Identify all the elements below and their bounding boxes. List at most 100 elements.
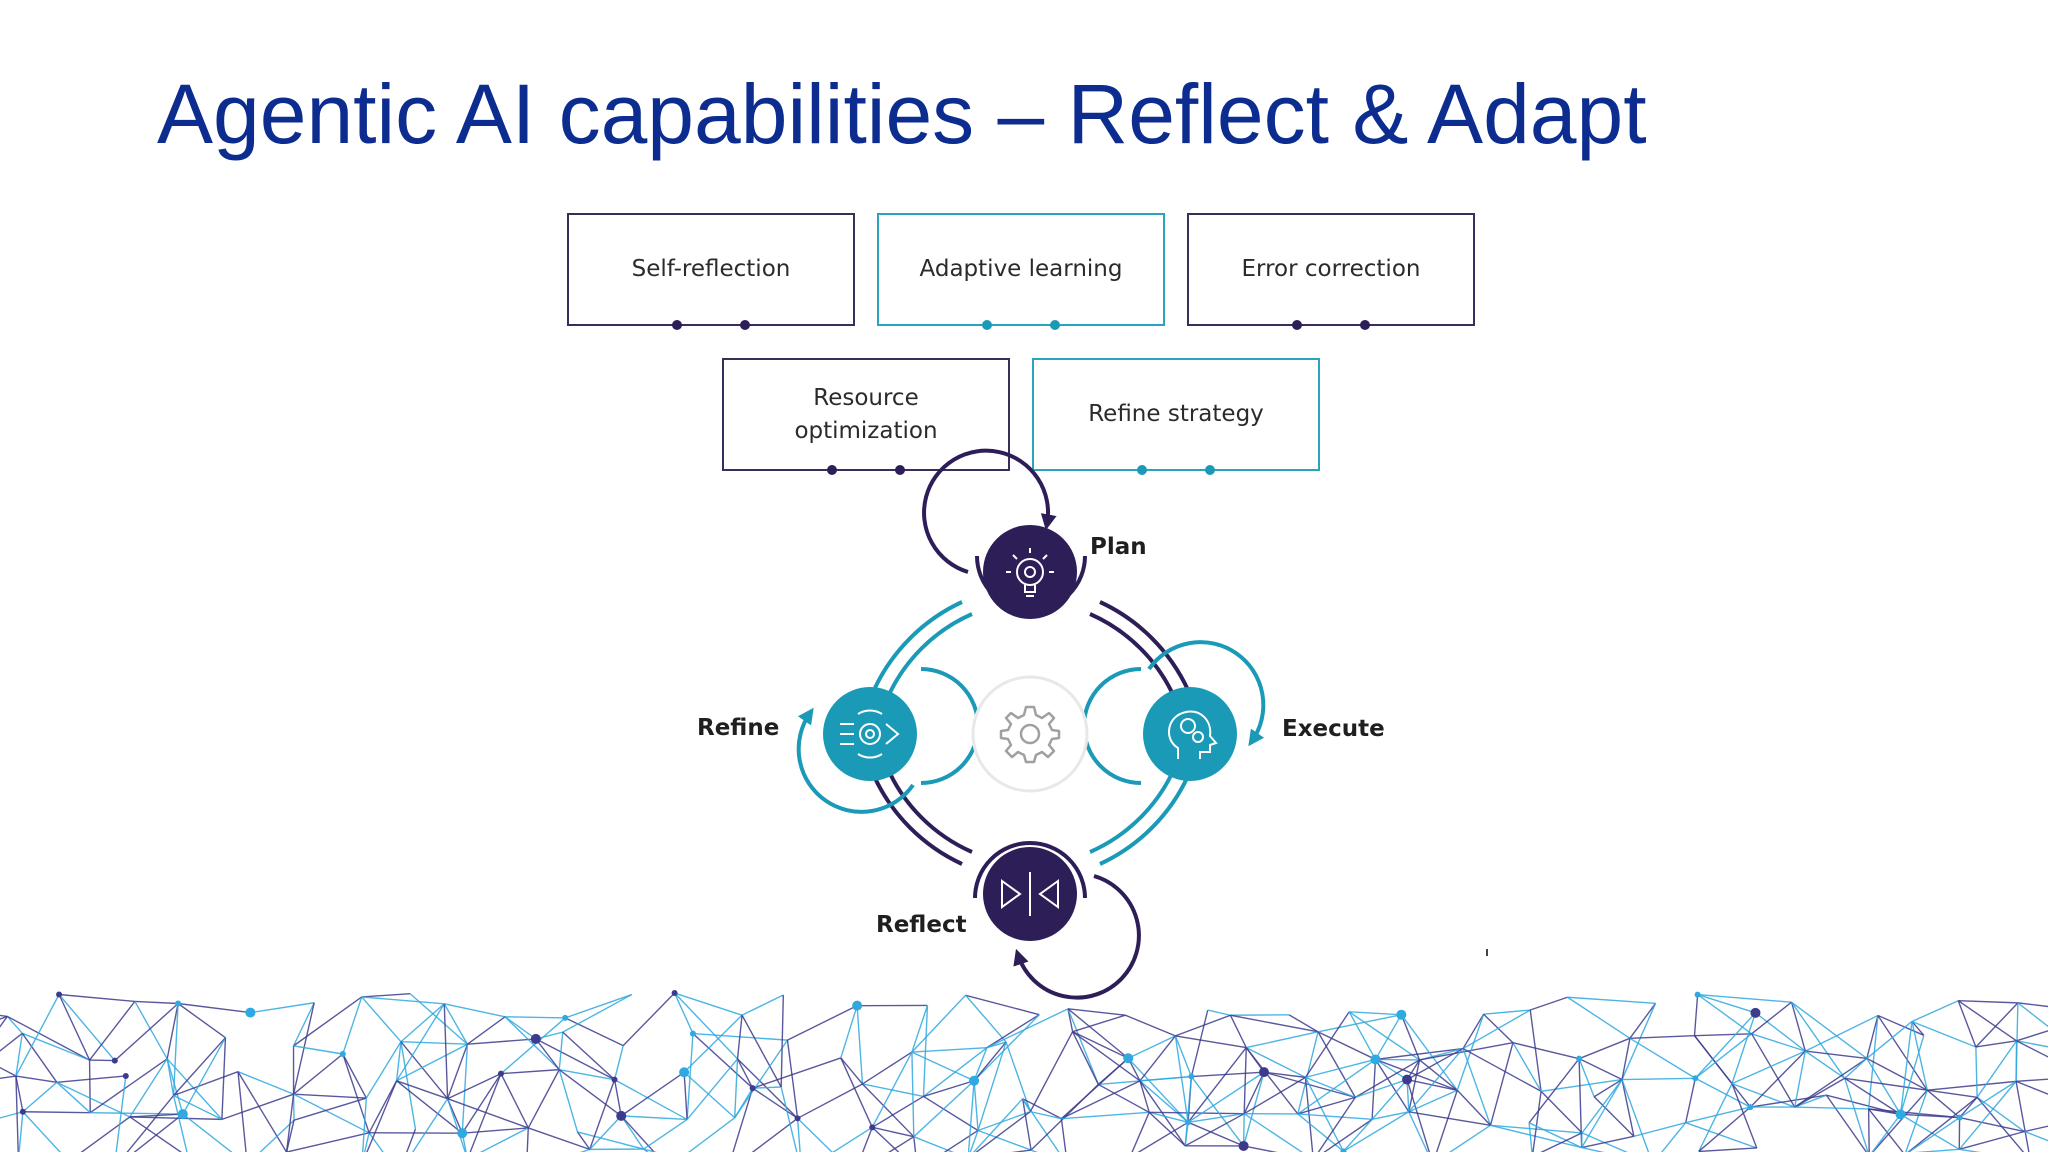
network-line [0, 1014, 8, 1018]
network-line [1868, 1108, 1901, 1116]
network-line [1512, 1042, 1580, 1060]
network-node [1402, 1074, 1413, 1085]
network-line [1139, 1075, 1192, 1082]
network-line [1030, 1110, 1062, 1120]
network-node [1188, 1073, 1195, 1080]
network-line [1483, 1013, 1514, 1044]
network-line [1581, 1146, 1605, 1152]
network-line [1959, 1080, 2017, 1119]
network-line [1184, 1122, 1189, 1146]
network-line [396, 1080, 448, 1100]
capability-label: Resource optimization [794, 384, 938, 444]
connector-arc [1089, 612, 1177, 700]
network-line [500, 1073, 529, 1129]
network-line [1245, 1047, 1265, 1073]
network-line [1731, 1012, 1757, 1084]
network-line [840, 1057, 864, 1085]
network-line [1243, 1076, 1306, 1115]
network-line [1435, 1090, 1458, 1152]
capability-box: Adaptive learning [877, 213, 1165, 326]
network-line [293, 996, 363, 1047]
network-line [129, 1116, 183, 1152]
network-line [686, 1033, 694, 1120]
network-line [1489, 1042, 1514, 1126]
network-line [1621, 1003, 1657, 1080]
network-node [530, 1033, 541, 1044]
network-line [1127, 1035, 1176, 1059]
network-line [1067, 1008, 1100, 1085]
network-line [0, 1032, 23, 1052]
network-line [1071, 1031, 1100, 1085]
network-line [986, 1008, 1069, 1049]
connector-arc [872, 775, 963, 866]
gear-arrows-icon [840, 709, 900, 759]
network-line [1097, 1057, 1129, 1085]
network-node [794, 1115, 801, 1122]
network-line [862, 1127, 873, 1152]
network-line [286, 1132, 370, 1152]
connector-dot [740, 320, 750, 330]
network-line [469, 1073, 502, 1152]
network-line [1304, 1077, 1345, 1152]
network-line [558, 1032, 564, 1070]
network-node [689, 1030, 696, 1037]
network-line [1060, 1057, 1129, 1120]
network-line [1408, 1048, 1464, 1113]
network-line [504, 1016, 566, 1019]
network-line [1263, 1071, 1306, 1079]
network-line [780, 1086, 798, 1152]
network-line [861, 1083, 915, 1138]
network-line [2017, 1002, 2048, 1028]
network-line [1957, 1000, 1977, 1048]
network-line [1697, 993, 1792, 1003]
connector-dot [1360, 320, 1370, 330]
network-line [447, 1072, 502, 1100]
network-line [576, 1131, 591, 1150]
network-line [166, 1058, 223, 1120]
network-line [972, 1098, 1024, 1152]
network-line [366, 1080, 398, 1152]
network-node [1340, 1148, 1347, 1152]
network-line [1540, 1132, 1583, 1152]
network-line [1483, 1009, 1531, 1015]
network-line [1911, 1020, 1977, 1048]
network-line [396, 1080, 463, 1134]
network-line [1067, 1008, 1126, 1016]
network-line [734, 1058, 739, 1118]
network-line [1022, 1098, 1062, 1120]
network-line [1374, 1059, 1410, 1113]
capability-box: Error correction [1187, 213, 1475, 326]
network-line [1406, 1059, 1421, 1080]
network-line [259, 1119, 295, 1152]
network-line [1419, 1047, 1464, 1061]
network-line [479, 1127, 529, 1152]
network-line [1578, 1058, 1623, 1081]
network-line [613, 1079, 622, 1117]
network-line [400, 1041, 417, 1130]
network-line [1067, 1008, 1074, 1032]
network-line [114, 1002, 179, 1062]
network-node [1747, 1104, 1754, 1111]
network-line [1029, 1031, 1074, 1112]
network-line [1697, 994, 1753, 1035]
plan-ring-arrow [975, 555, 1087, 612]
network-line [1698, 1147, 1757, 1152]
network-line [0, 1111, 24, 1119]
slide-title: Agentic AI capabilities – Reflect & Adap… [157, 67, 1647, 161]
network-line [409, 993, 468, 1045]
network-line [862, 1051, 913, 1085]
capability-box: Resource optimization [722, 358, 1010, 471]
network-line [2015, 1081, 2030, 1152]
network-node [177, 1109, 188, 1120]
network-line [1419, 1059, 1458, 1091]
network-node [19, 1108, 26, 1115]
network-line [1926, 1089, 1961, 1119]
network-node [1692, 1075, 1699, 1082]
network-line [368, 1132, 384, 1152]
network-node [852, 1000, 863, 1011]
network-line [446, 1098, 463, 1134]
network-line [577, 1131, 644, 1150]
network-line [589, 1115, 622, 1150]
network-line [365, 1041, 402, 1099]
